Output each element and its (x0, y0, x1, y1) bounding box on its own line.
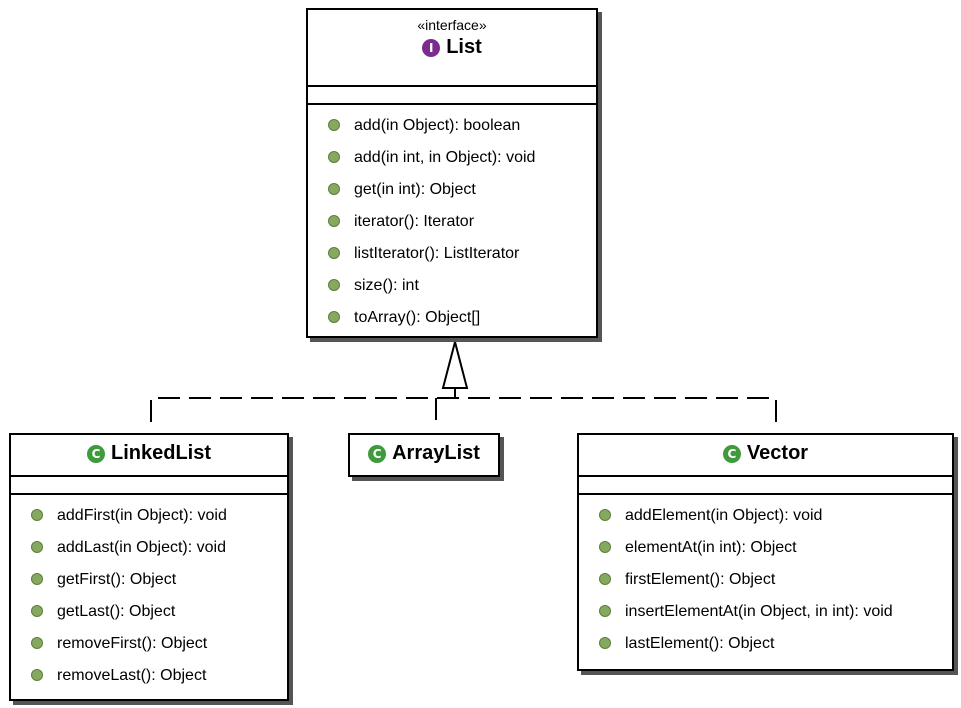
method-label: getLast(): Object (57, 603, 176, 620)
vector-methods-compartment: addElement(in Object): void elementAt(in… (579, 493, 952, 660)
method-label: add(in Object): boolean (354, 117, 521, 134)
arraylist-class-box[interactable]: C ArrayList (348, 433, 500, 477)
list-method: add(in Object): boolean (308, 110, 596, 142)
method-label: addLast(in Object): void (57, 539, 226, 556)
interface-icon: I (422, 39, 441, 57)
method-label: firstElement(): Object (625, 571, 776, 588)
class-icon: C (722, 445, 741, 463)
vector-class-box[interactable]: C Vector addElement(in Object): void elem… (577, 433, 954, 671)
list-interface-box[interactable]: «interface» I List add(in Object): boolea… (306, 8, 598, 338)
method-label: elementAt(in int): Object (625, 539, 797, 556)
method-label: listIterator(): ListIterator (354, 245, 520, 262)
linkedlist-method: getFirst(): Object (11, 564, 287, 596)
linkedlist-class-title: C LinkedList (86, 442, 211, 464)
public-method-icon (328, 215, 340, 227)
class-icon: C (86, 445, 105, 463)
vector-class-name: Vector (746, 442, 809, 464)
vector-method: lastElement(): Object (579, 628, 952, 660)
list-fields-compartment (308, 85, 596, 103)
linkedlist-fields-compartment (11, 475, 287, 493)
vector-method: insertElementAt(in Object, in int): void (579, 596, 952, 628)
public-method-icon (31, 669, 43, 681)
public-method-icon (599, 541, 611, 553)
list-method: size(): int (308, 270, 596, 302)
linkedlist-class-header: C LinkedList (11, 435, 287, 475)
list-method: get(in int): Object (308, 174, 596, 206)
method-label: iterator(): Iterator (354, 213, 475, 230)
public-method-icon (328, 279, 340, 291)
vector-method: firstElement(): Object (579, 564, 952, 596)
public-method-icon (328, 311, 340, 323)
arraylist-class-name: ArrayList (392, 442, 480, 464)
public-method-icon (599, 637, 611, 649)
method-label: insertElementAt(in Object, in int): void (625, 603, 893, 620)
vector-method: elementAt(in int): Object (579, 532, 952, 564)
public-method-icon (31, 541, 43, 553)
interface-stereotype: «interface» (417, 17, 487, 33)
method-label: get(in int): Object (354, 181, 476, 198)
list-method: add(in int, in Object): void (308, 142, 596, 174)
list-method: listIterator(): ListIterator (308, 238, 596, 270)
list-methods-compartment: add(in Object): boolean add(in int, in O… (308, 103, 596, 334)
vector-class-title: C Vector (722, 442, 809, 464)
realization-dashed-line (150, 397, 777, 422)
method-label: add(in int, in Object): void (354, 149, 536, 166)
method-label: removeFirst(): Object (57, 635, 208, 652)
linkedlist-class-box[interactable]: C LinkedList addFirst(in Object): void ad… (9, 433, 289, 701)
list-method: toArray(): Object[] (308, 302, 596, 334)
list-method: iterator(): Iterator (308, 206, 596, 238)
linkedlist-methods-compartment: addFirst(in Object): void addLast(in Obj… (11, 493, 287, 692)
public-method-icon (328, 151, 340, 163)
public-method-icon (328, 247, 340, 259)
method-label: removeLast(): Object (57, 667, 207, 684)
linkedlist-method: getLast(): Object (11, 596, 287, 628)
vector-class-header: C Vector (579, 435, 952, 475)
method-label: lastElement(): Object (625, 635, 775, 652)
vector-method: addElement(in Object): void (579, 500, 952, 532)
public-method-icon (328, 183, 340, 195)
method-label: addElement(in Object): void (625, 507, 823, 524)
public-method-icon (31, 637, 43, 649)
linkedlist-method: removeLast(): Object (11, 660, 287, 692)
method-label: size(): int (354, 277, 419, 294)
arraylist-class-title: C ArrayList (368, 442, 480, 464)
method-label: getFirst(): Object (57, 571, 177, 588)
arraylist-class-header: C ArrayList (350, 435, 498, 475)
linkedlist-method: addFirst(in Object): void (11, 500, 287, 532)
public-method-icon (31, 605, 43, 617)
list-interface-header: «interface» I List (308, 10, 596, 85)
list-interface-title: I List (308, 34, 596, 60)
method-label: addFirst(in Object): void (57, 507, 227, 524)
method-label: toArray(): Object[] (354, 309, 481, 326)
public-method-icon (31, 573, 43, 585)
public-method-icon (599, 573, 611, 585)
public-method-icon (599, 509, 611, 521)
linkedlist-method: addLast(in Object): void (11, 532, 287, 564)
list-interface-name: List (446, 36, 482, 58)
vector-fields-compartment (579, 475, 952, 493)
class-icon: C (368, 445, 387, 463)
public-method-icon (599, 605, 611, 617)
realization-arrowhead (441, 338, 469, 389)
linkedlist-class-name: LinkedList (110, 442, 211, 464)
linkedlist-method: removeFirst(): Object (11, 628, 287, 660)
public-method-icon (328, 119, 340, 131)
public-method-icon (31, 509, 43, 521)
